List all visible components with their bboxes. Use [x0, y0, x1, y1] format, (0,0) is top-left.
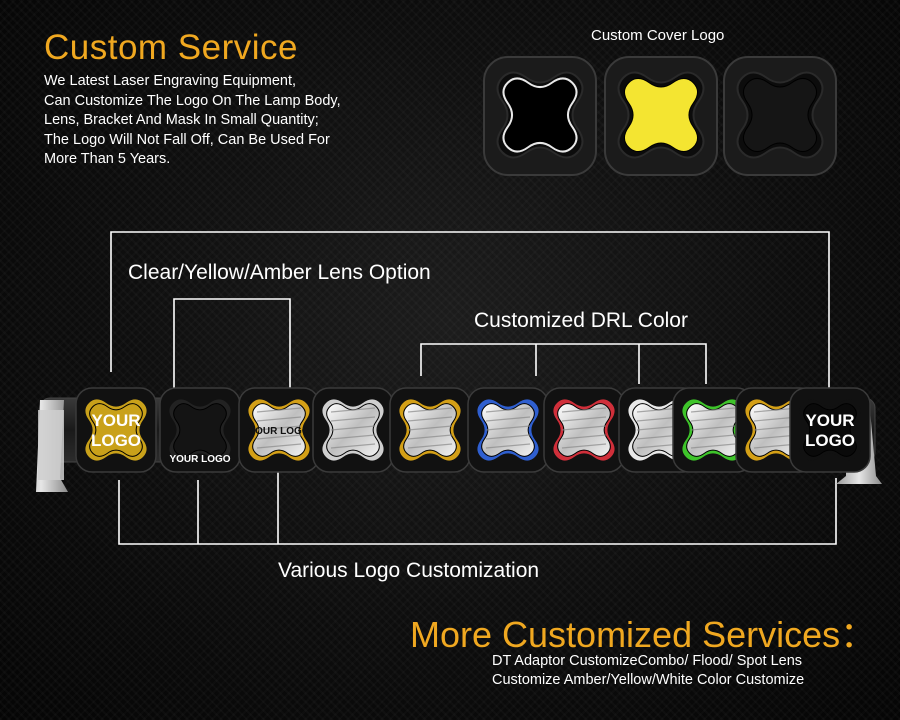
lens-option-label: Clear/Yellow/Amber Lens Option: [128, 261, 431, 284]
description-line: We Latest Laser Engraving Equipment,: [44, 73, 297, 89]
page-title: Custom Service: [44, 28, 299, 67]
drl-color-label: Customized DRL Color: [474, 309, 688, 332]
description-line: Lens, Bracket And Mask In Small Quantity…: [44, 112, 319, 128]
drl-callout-line: [420, 343, 707, 384]
more-services-title: More Customized Services：: [410, 614, 877, 655]
lens-callout-line: [173, 298, 291, 392]
pod-logo-text: YOUR LOGO: [169, 454, 230, 465]
logo-callout-line: [118, 478, 837, 545]
cover-group: [483, 56, 837, 176]
description-line: The Logo Will Not Fall Off, Can Be Used …: [44, 131, 330, 148]
callout-lines: [110, 231, 837, 545]
outer-callout-line: [110, 231, 830, 388]
light-pod: YOUR LOGO: [159, 387, 241, 473]
pod-logo-text: YOUR LOGO: [248, 426, 309, 437]
pod-logo-text: LOGO: [805, 431, 855, 450]
light-pod: YOUR LOGO: [238, 387, 320, 473]
description-line: Can Customize The Logo On The Lamp Body,: [44, 92, 341, 109]
black-gloss-cover: [483, 56, 597, 176]
pod-logo-text: LOGO: [91, 431, 141, 450]
cover-section-label: Custom Cover Logo: [591, 27, 725, 44]
light-pod: [312, 387, 394, 473]
yellow-cover: [604, 56, 718, 176]
description-line: More Than 5 Years.: [44, 151, 171, 167]
logo-customization-label: Various Logo Customization: [278, 559, 540, 582]
left-bracket-plate: [38, 410, 64, 480]
pod-logo-text: YOUR: [91, 411, 140, 430]
black-matte-cover: [723, 56, 837, 176]
more-services-line: Customize Amber/Yellow/White Color Custo…: [492, 672, 805, 688]
more-services-line: DT Adaptor CustomizeCombo/ Flood/ Spot L…: [492, 653, 803, 669]
pod-logo-text: YOUR: [805, 411, 854, 430]
light-pod: [389, 387, 471, 473]
service-description: We Latest Laser Engraving Equipment, Can…: [44, 72, 404, 170]
light-pod: [543, 387, 625, 473]
light-pod: [672, 387, 754, 473]
light-pod: [467, 387, 549, 473]
